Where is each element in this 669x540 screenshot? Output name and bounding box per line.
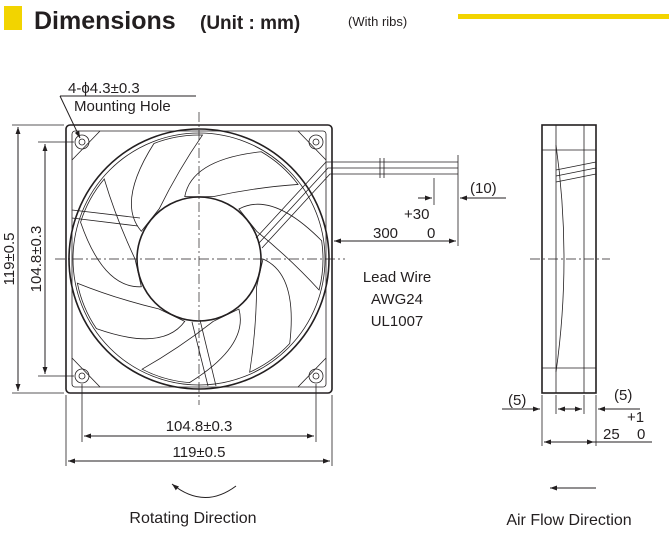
hole-spec-label: 4-ϕ4.3±0.3	[68, 80, 140, 97]
mounting-hole-top-left	[74, 134, 90, 150]
lead-wire-label: Lead Wire	[363, 269, 431, 286]
corner-ribs	[71, 130, 327, 388]
wire-tol-minus: 0	[427, 225, 435, 242]
side-frame	[541, 124, 597, 394]
side-venturi-curve	[555, 144, 565, 373]
fan-blade	[249, 258, 292, 373]
lead-wire-gauge: AWG24	[371, 291, 423, 308]
fan-blade	[76, 282, 186, 340]
fan-blades	[76, 134, 324, 384]
fan-blade	[238, 203, 324, 291]
fan-blade	[141, 308, 241, 384]
side-lead-wires	[555, 161, 597, 183]
height-inner-label: 104.8±0.3	[28, 226, 45, 293]
rotation-caption: Rotating Direction	[129, 510, 256, 527]
fan-side-view	[530, 124, 610, 394]
title-bullet	[4, 6, 22, 30]
title-rule	[458, 14, 669, 19]
ribs-note: (With ribs)	[348, 14, 407, 29]
wire-tol-plus: +30	[404, 206, 429, 223]
callout-leader	[59, 95, 81, 139]
mounting-hole-bottom-right	[308, 368, 324, 384]
fan-front-view	[55, 112, 458, 405]
mounting-hole-bottom-left	[74, 368, 90, 384]
side-flange-lines	[542, 149, 596, 369]
support-spoke-left	[71, 209, 141, 227]
mounting-hole-top-right	[308, 134, 324, 150]
depth-tol-minus: 0	[637, 426, 645, 443]
wire-length-label: 300	[373, 225, 398, 242]
unit-label: (Unit : mm)	[200, 13, 300, 34]
fan-blade	[131, 134, 204, 232]
hole-name-label: Mounting Hole	[74, 98, 171, 115]
fan-blade	[80, 178, 142, 288]
wire-strip-label: (10)	[470, 180, 497, 197]
width-inner-label: 104.8±0.3	[166, 418, 233, 435]
lead-wire-sleeve	[379, 158, 385, 178]
support-spoke-bottom	[191, 319, 217, 387]
width-outer-label: 119±0.5	[173, 444, 226, 461]
lead-wire-1	[255, 161, 458, 239]
fan-blade	[184, 151, 299, 198]
lead-wire-3	[261, 173, 458, 249]
depth-label: 25	[603, 426, 620, 443]
height-outer-label: 119±0.5	[1, 233, 18, 286]
rib-left-label: (5)	[508, 392, 526, 409]
depth-tol-plus: +1	[627, 409, 644, 426]
page-title: Dimensions	[34, 7, 176, 35]
rotation-arrow	[171, 483, 237, 498]
lead-wire-2	[258, 167, 458, 244]
airflow-caption: Air Flow Direction	[506, 512, 631, 529]
rib-right-label: (5)	[614, 387, 632, 404]
lead-wire-standard: UL1007	[371, 313, 424, 330]
